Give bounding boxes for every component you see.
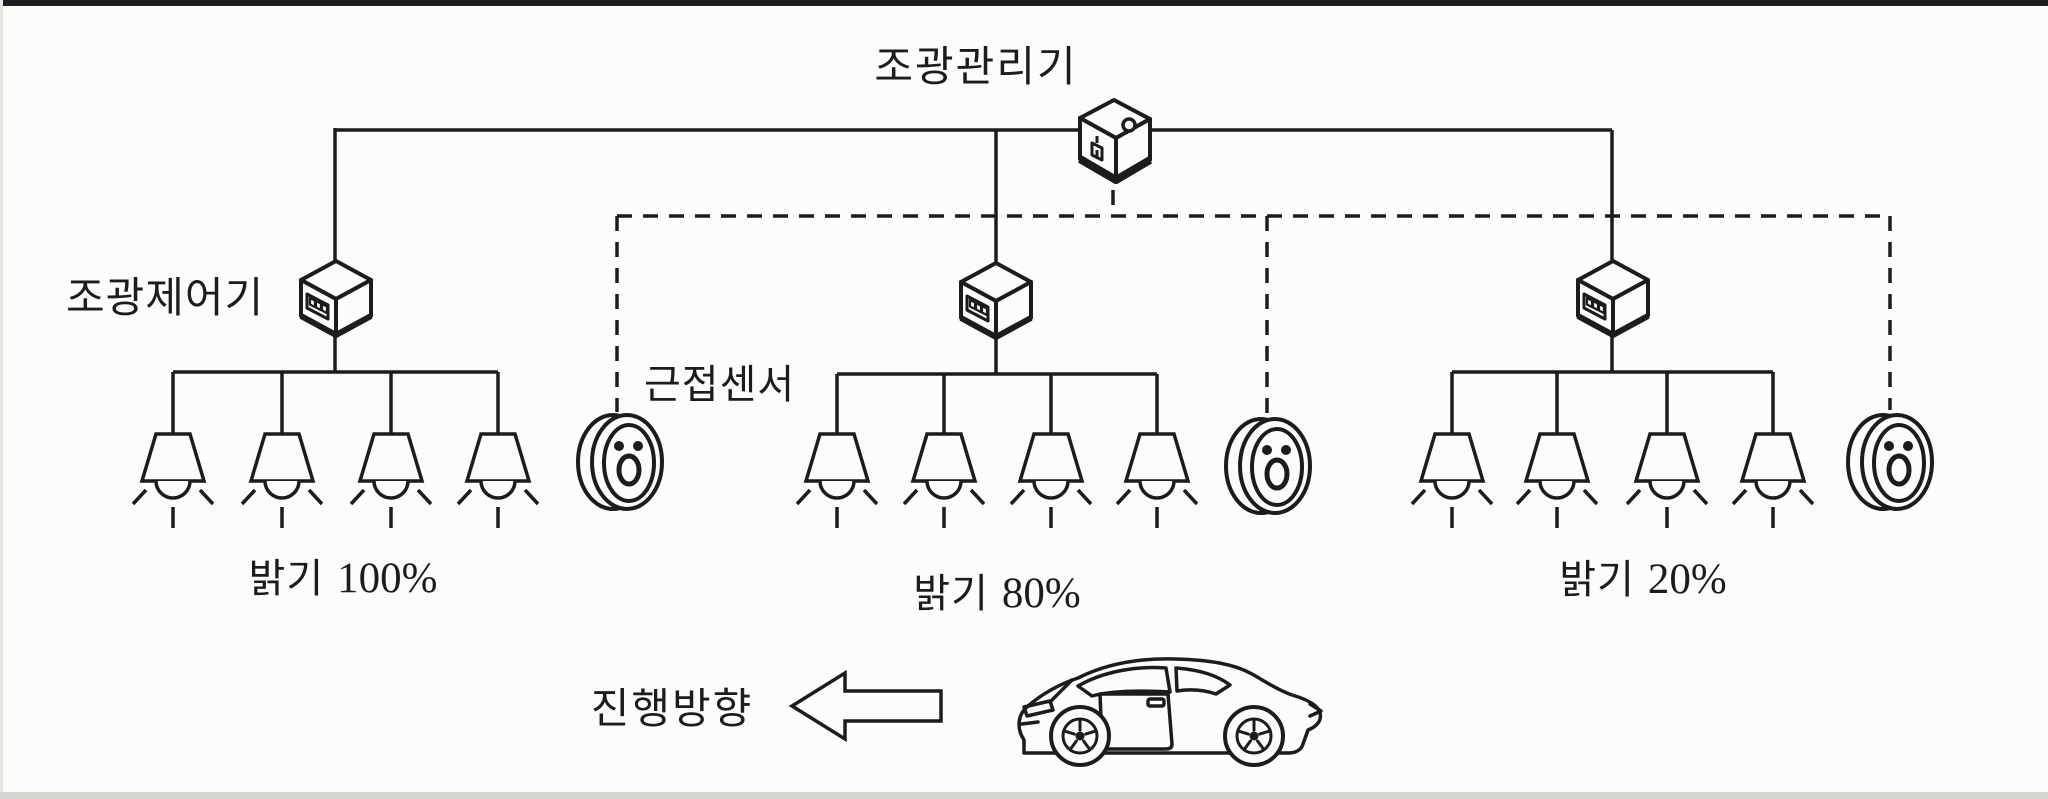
- brightness-label-80: 밝기 80%: [913, 572, 1080, 615]
- lamp-icon: [1731, 432, 1815, 530]
- dimming-controller-icon: [301, 261, 371, 335]
- lamp-icon: [240, 432, 324, 530]
- dimming-manager-icon: [1080, 100, 1150, 180]
- lamp-icon: [795, 432, 879, 530]
- lamp-icon: [1009, 432, 1093, 530]
- brightness-label-100: 밝기 100%: [249, 557, 438, 600]
- lamp-icon: [1515, 432, 1599, 530]
- wire-dashed-sensor-bus: [615, 190, 1892, 418]
- proximity-sensor-icon: [1226, 419, 1310, 513]
- brightness-word: 밝기: [913, 572, 989, 616]
- lamp-icon: [902, 432, 986, 530]
- lamp-icon: [131, 432, 215, 530]
- lamp-icon: [1625, 432, 1709, 530]
- scan-border-bottom: [0, 792, 2048, 799]
- lamp-icon: [1410, 432, 1494, 530]
- lamp-icon: [456, 432, 540, 530]
- proximity-sensor-icon: [578, 415, 662, 509]
- left-arrow-icon: [788, 669, 943, 743]
- car-icon: [1017, 657, 1323, 767]
- dimming-controller-icon: [961, 263, 1031, 337]
- brightness-word: 밝기: [248, 557, 325, 601]
- scan-border-top: [0, 0, 2048, 6]
- lamp-icon: [349, 432, 433, 530]
- brightness-percent: 80%: [1001, 570, 1081, 617]
- brightness-label-20: 밝기 20%: [1559, 558, 1726, 601]
- brightness-percent: 20%: [1647, 556, 1727, 603]
- travel-direction-label: 진행방향: [590, 685, 754, 732]
- proximity-sensor-icon: [1848, 415, 1932, 509]
- dimming-controller-icon: [1578, 261, 1648, 335]
- scan-border-left: [0, 0, 3, 799]
- lamp-icon: [1115, 432, 1199, 530]
- brightness-word: 밝기: [1559, 558, 1635, 602]
- dimming-controller-label: 조광제어기: [66, 274, 265, 321]
- dimming-manager-label: 조광관리기: [874, 43, 1078, 90]
- proximity-sensor-label: 근접센서: [644, 363, 796, 407]
- brightness-percent: 100%: [337, 555, 438, 602]
